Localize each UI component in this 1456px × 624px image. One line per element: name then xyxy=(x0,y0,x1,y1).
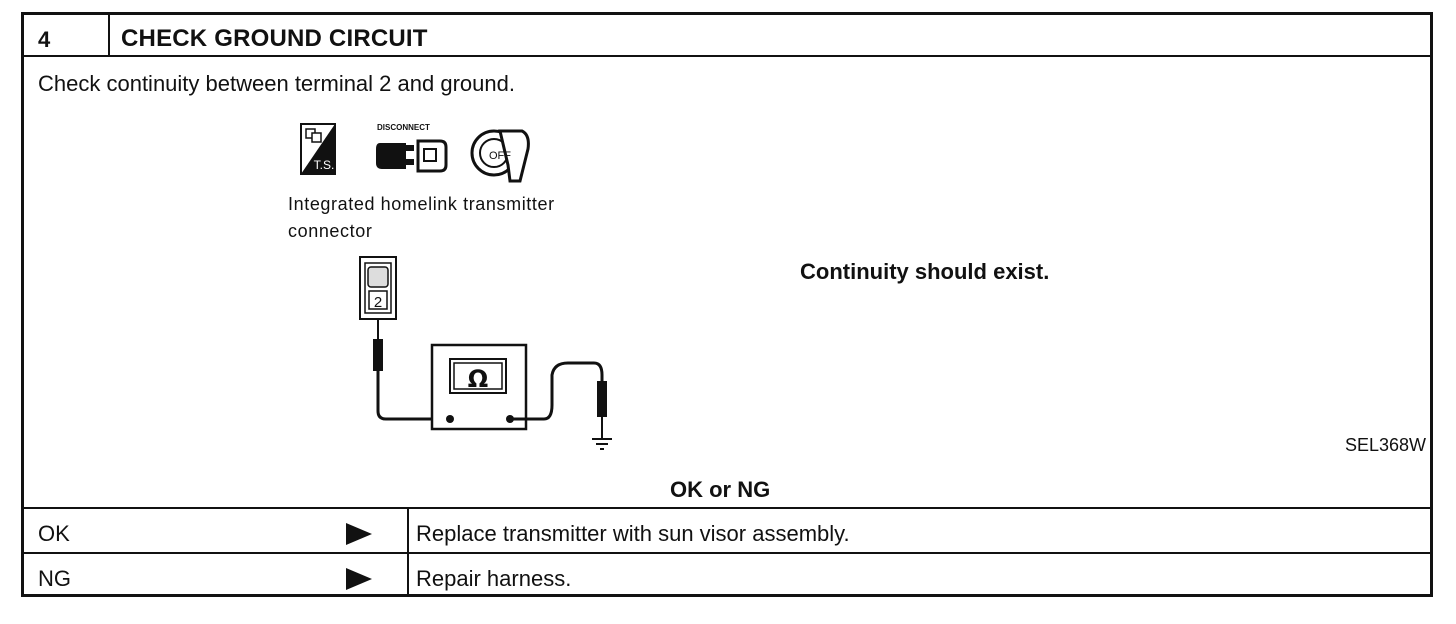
header-divider xyxy=(108,15,110,56)
arrow-right-icon xyxy=(346,523,372,545)
connector-label-line1: Integrated homelink transmitter xyxy=(288,194,555,214)
ts-icon: T.S. xyxy=(300,123,336,175)
outcome-label-ng: NG xyxy=(38,566,71,591)
figure-id: SEL368W xyxy=(1345,435,1427,455)
ohm-symbol: Ω xyxy=(468,365,488,393)
decision-label: OK or NG xyxy=(670,477,771,502)
ignition-off-icon: OFF xyxy=(470,129,530,183)
disconnect-connector-icon xyxy=(376,139,448,173)
connector-label-line2: connector xyxy=(288,221,373,241)
arrow-right-icon xyxy=(346,568,372,590)
connector-icon: 2 xyxy=(359,256,397,320)
connector-label: Integrated homelink transmitter connecto… xyxy=(288,191,555,245)
diagnostic-procedure-table: 4 CHECK GROUND CIRCUIT Check continuity … xyxy=(21,12,1433,597)
probe-negative xyxy=(597,381,607,417)
disconnect-label: DISCONNECT xyxy=(377,123,430,132)
header-rule xyxy=(24,55,1430,57)
ignition-off-label: OFF xyxy=(489,150,511,162)
ohmmeter: Ω xyxy=(430,343,528,431)
ground-symbol xyxy=(592,438,612,450)
step-number: 4 xyxy=(38,27,51,52)
step-title: CHECK GROUND CIRCUIT xyxy=(121,25,428,52)
continuity-test-diagram: 2 Ω xyxy=(359,256,612,450)
outcome-top-rule xyxy=(24,507,1430,509)
ts-icon-label: T.S. xyxy=(314,158,335,172)
outcome-column-divider xyxy=(407,508,409,597)
expected-result: Continuity should exist. xyxy=(800,259,1050,284)
outcome-label-ok: OK xyxy=(38,521,70,546)
probe-positive xyxy=(373,339,383,371)
instruction-text: Check continuity between terminal 2 and … xyxy=(38,71,515,96)
outcome-action-ng: Repair harness. xyxy=(416,566,572,591)
outcome-action-ok: Replace transmitter with sun visor assem… xyxy=(416,521,850,546)
terminal-number: 2 xyxy=(374,294,382,311)
outcome-mid-rule xyxy=(24,552,1430,554)
